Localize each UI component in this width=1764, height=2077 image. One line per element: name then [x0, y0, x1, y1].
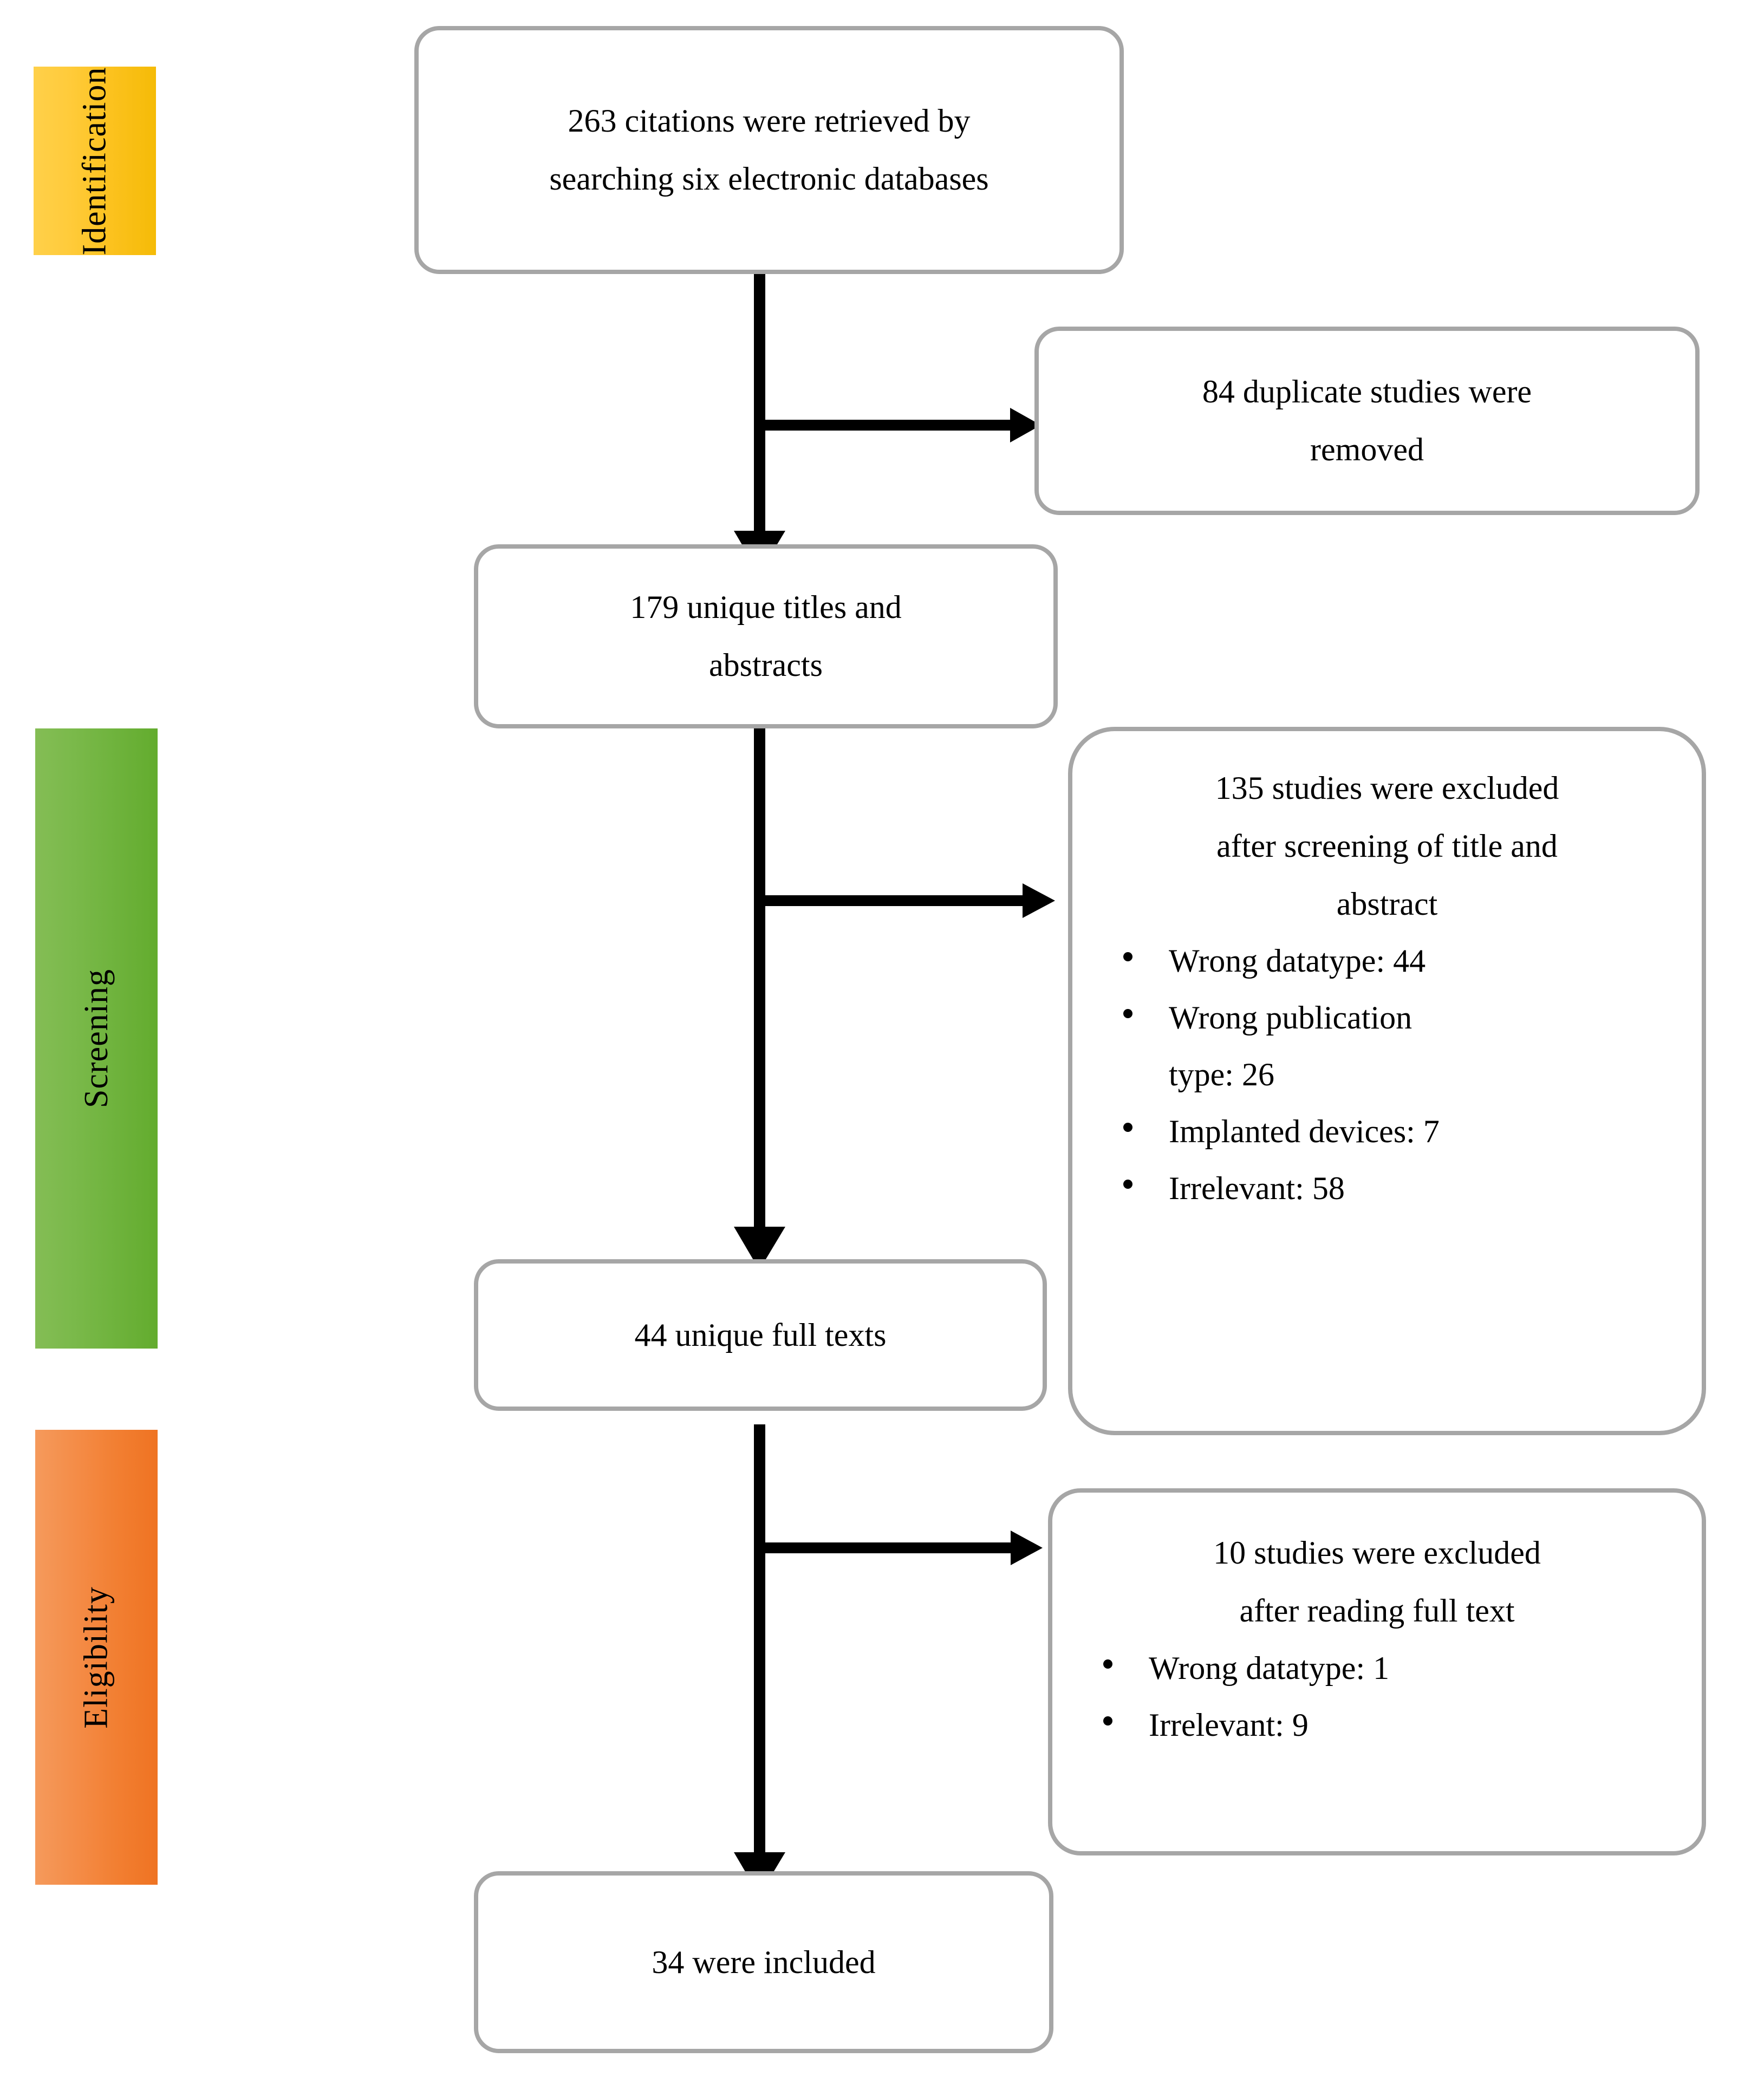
- box-line: abstracts: [709, 647, 823, 683]
- exclusion-reason-list: Wrong datatype: 1 Irrelevant: 9: [1069, 1640, 1685, 1754]
- bullet-icon: [1123, 1180, 1132, 1189]
- bullet-icon: [1103, 1716, 1112, 1726]
- phase-label-eligibility: Eligibility: [77, 1586, 115, 1729]
- bullet-icon: [1123, 952, 1132, 962]
- box-line: abstract: [1336, 886, 1438, 922]
- box-excluded-after-full-text: 10 studies were excluded after reading f…: [1048, 1488, 1706, 1855]
- list-item: Wrong publication: [1089, 989, 1685, 1046]
- exclusion-reason-list: Wrong datatype: 44 Wrong publication typ…: [1089, 933, 1685, 1217]
- connector-retrieved-to-duplicates: [754, 408, 1041, 442]
- box-line: 179 unique titles and: [630, 589, 902, 626]
- box-line: removed: [1310, 432, 1424, 467]
- list-item: Irrelevant: 9: [1069, 1697, 1685, 1754]
- list-item: Implanted devices: 7: [1089, 1103, 1685, 1160]
- phase-bar-identification: Identification: [34, 67, 156, 255]
- list-item-label: Wrong publication: [1169, 1000, 1412, 1036]
- list-item-continuation: type: 26: [1089, 1046, 1685, 1103]
- box-duplicates-removed: 84 duplicate studies were removed: [1034, 327, 1700, 515]
- list-item: Wrong datatype: 44: [1089, 933, 1685, 989]
- list-item-label: Irrelevant: 9: [1149, 1707, 1309, 1743]
- box-unique-full-texts: 44 unique full texts: [474, 1259, 1047, 1411]
- bullet-icon: [1123, 1009, 1132, 1019]
- connector-fulltexts-to-excluded-ft: [754, 1531, 1043, 1565]
- box-studies-included: 34 were included: [474, 1871, 1053, 2053]
- box-line: 135 studies were excluded: [1215, 770, 1559, 806]
- bullet-icon: [1103, 1659, 1112, 1669]
- box-line: 263 citations were retrieved by: [568, 103, 971, 139]
- box-line: 34 were included: [652, 1944, 876, 1980]
- phase-label-identification: Identification: [76, 67, 113, 255]
- box-line: after reading full text: [1239, 1592, 1515, 1629]
- list-item-label: type: 26: [1169, 1057, 1274, 1093]
- box-line: 84 duplicate studies were: [1202, 374, 1532, 410]
- bullet-icon: [1123, 1123, 1132, 1132]
- phase-bar-eligibility: Eligibility: [35, 1430, 158, 1885]
- phase-label-screening: Screening: [77, 969, 115, 1108]
- list-item-label: Irrelevant: 58: [1169, 1170, 1345, 1207]
- box-citations-retrieved: 263 citations were retrieved by searchin…: [414, 26, 1124, 274]
- box-line: 10 studies were excluded: [1213, 1535, 1541, 1571]
- list-item-label: Wrong datatype: 44: [1169, 943, 1426, 979]
- box-excluded-after-title-abstract: 135 studies were excluded after screenin…: [1068, 727, 1706, 1435]
- connector-fulltexts-to-included: [734, 1424, 785, 1896]
- list-item-label: Implanted devices: 7: [1169, 1114, 1440, 1150]
- box-line: after screening of title and: [1216, 828, 1558, 864]
- box-line: 44 unique full texts: [634, 1317, 887, 1353]
- connector-unique-to-fulltexts: [734, 726, 785, 1270]
- list-item: Wrong datatype: 1: [1069, 1640, 1685, 1697]
- phase-bar-screening: Screening: [35, 728, 158, 1349]
- connector-unique-to-excluded-ta: [754, 883, 1055, 918]
- box-line: searching six electronic databases: [549, 161, 989, 197]
- connector-retrieved-to-unique: [734, 271, 785, 574]
- list-item-label: Wrong datatype: 1: [1149, 1650, 1390, 1686]
- list-item: Irrelevant: 58: [1089, 1160, 1685, 1217]
- box-unique-titles-abstracts: 179 unique titles and abstracts: [474, 544, 1058, 728]
